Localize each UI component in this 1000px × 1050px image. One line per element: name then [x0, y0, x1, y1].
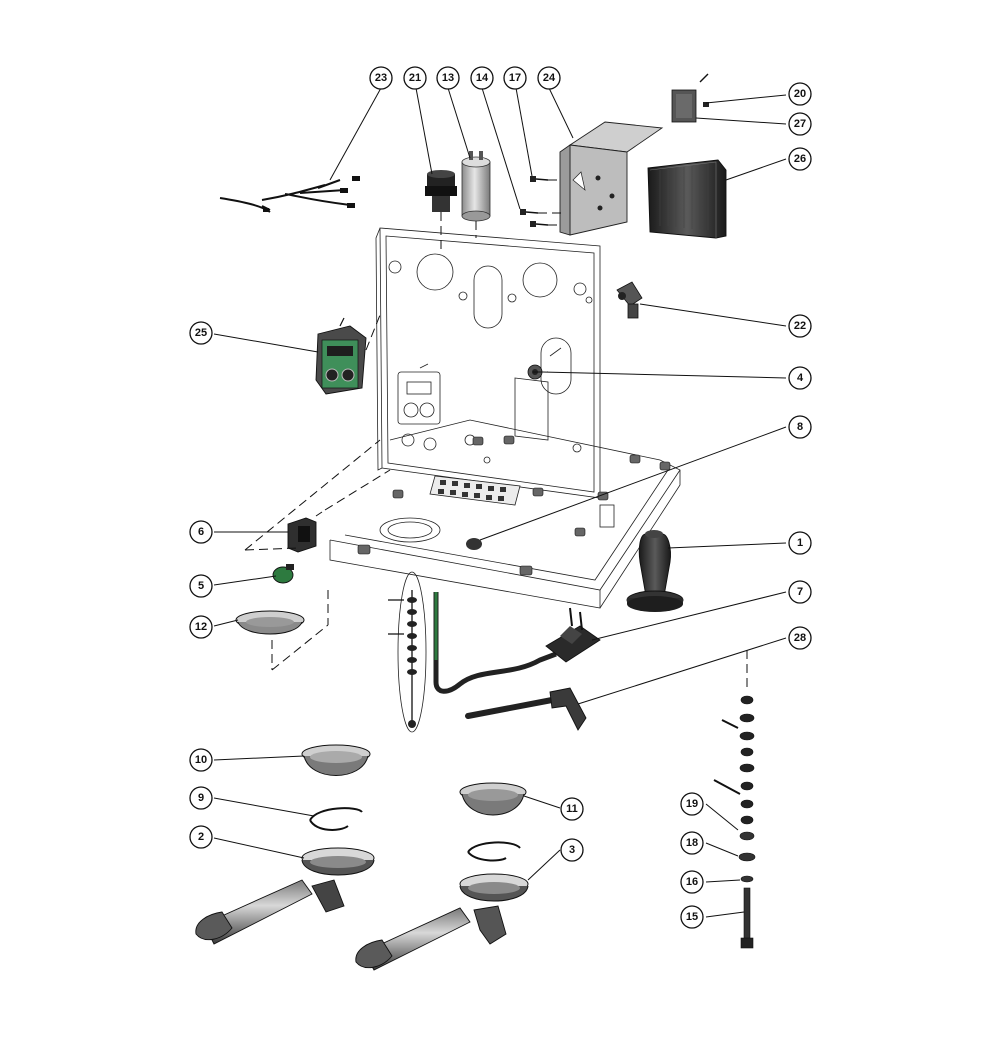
svg-text:24: 24	[543, 72, 556, 84]
callout-18: 18	[680, 831, 704, 855]
callout-1: 1	[788, 531, 812, 555]
callout-26: 26	[788, 147, 812, 171]
callout-27: 27	[788, 112, 812, 136]
svg-text:1: 1	[797, 537, 803, 549]
svg-text:12: 12	[195, 621, 207, 633]
callouts: 23 21 13 14 17 24 20 27 26 22 25 4 8 6 1…	[189, 66, 812, 929]
svg-text:17: 17	[509, 72, 521, 84]
svg-text:3: 3	[569, 844, 575, 856]
part-20-screw	[699, 73, 709, 107]
svg-text:5: 5	[198, 580, 204, 592]
svg-text:25: 25	[195, 327, 207, 339]
callout-4: 4	[788, 366, 812, 390]
callout-20: 20	[788, 82, 812, 106]
svg-text:6: 6	[198, 526, 204, 538]
part-12-blind-basket	[235, 610, 305, 635]
svg-text:11: 11	[566, 803, 578, 815]
part-spring-3	[467, 841, 521, 862]
callout-14: 14	[470, 66, 494, 90]
part-right-bolt-stack	[713, 695, 756, 949]
svg-text:18: 18	[686, 837, 698, 849]
part-7-power-cord	[433, 592, 601, 694]
callout-25: 25	[189, 321, 213, 345]
part-23-wiring-harness	[219, 176, 360, 213]
part-1-tamper	[626, 530, 684, 612]
callout-3: 3	[560, 838, 584, 862]
part-27-module	[671, 89, 697, 123]
part-22-valve	[616, 281, 643, 319]
callout-23: 23	[369, 66, 393, 90]
svg-text:4: 4	[797, 372, 804, 384]
callout-2: 2	[189, 825, 213, 849]
assembly-dashed-lines	[244, 179, 748, 690]
svg-text:13: 13	[442, 72, 454, 84]
leader-lines	[213, 87, 787, 918]
callout-15: 15	[680, 905, 704, 929]
callout-28: 28	[788, 626, 812, 650]
part-17-screw	[530, 176, 549, 227]
svg-text:8: 8	[797, 421, 803, 433]
callout-17: 17	[503, 66, 527, 90]
callout-10: 10	[189, 748, 213, 772]
callout-24: 24	[537, 66, 561, 90]
callout-8: 8	[788, 415, 812, 439]
part-5-lamp	[272, 564, 294, 584]
svg-text:21: 21	[409, 72, 421, 84]
svg-text:23: 23	[375, 72, 387, 84]
part-bolt-stack	[388, 571, 427, 733]
svg-text:16: 16	[686, 876, 698, 888]
svg-text:10: 10	[195, 754, 207, 766]
callout-6: 6	[189, 520, 213, 544]
part-24-bracket	[559, 121, 664, 236]
callout-22: 22	[788, 314, 812, 338]
svg-text:9: 9	[198, 792, 204, 804]
svg-text:7: 7	[797, 586, 803, 598]
part-14-screw	[520, 209, 539, 215]
svg-text:19: 19	[686, 798, 698, 810]
part-21-cable-gland	[425, 170, 457, 212]
part-2-portafilter	[195, 847, 375, 945]
part-10-filter-basket	[301, 744, 371, 776]
callout-5: 5	[189, 574, 213, 598]
callout-11: 11	[560, 797, 584, 821]
callout-13: 13	[436, 66, 460, 90]
svg-text:15: 15	[686, 911, 698, 923]
callout-16: 16	[680, 870, 704, 894]
part-11-filter-basket	[459, 782, 527, 816]
svg-text:20: 20	[794, 88, 806, 100]
main-frame	[329, 227, 681, 609]
part-3-portafilter	[355, 873, 529, 971]
callout-21: 21	[403, 66, 427, 90]
callout-9: 9	[189, 786, 213, 810]
svg-text:22: 22	[794, 320, 806, 332]
svg-text:26: 26	[794, 153, 806, 165]
part-8-grommet	[466, 538, 482, 550]
part-13-capacitor	[461, 151, 491, 222]
svg-text:27: 27	[794, 118, 806, 130]
terminal-block	[429, 475, 521, 506]
part-26-cover-box	[647, 159, 727, 239]
callout-12: 12	[189, 615, 213, 639]
svg-text:2: 2	[198, 831, 204, 843]
part-25-display-unit	[315, 317, 367, 395]
part-28-steam-wand	[465, 687, 587, 731]
callout-19: 19	[680, 792, 704, 816]
part-6-switch	[287, 511, 323, 553]
callout-7: 7	[788, 580, 812, 604]
part-9-spring	[309, 807, 363, 831]
svg-text:14: 14	[476, 72, 489, 84]
svg-text:28: 28	[794, 632, 806, 644]
